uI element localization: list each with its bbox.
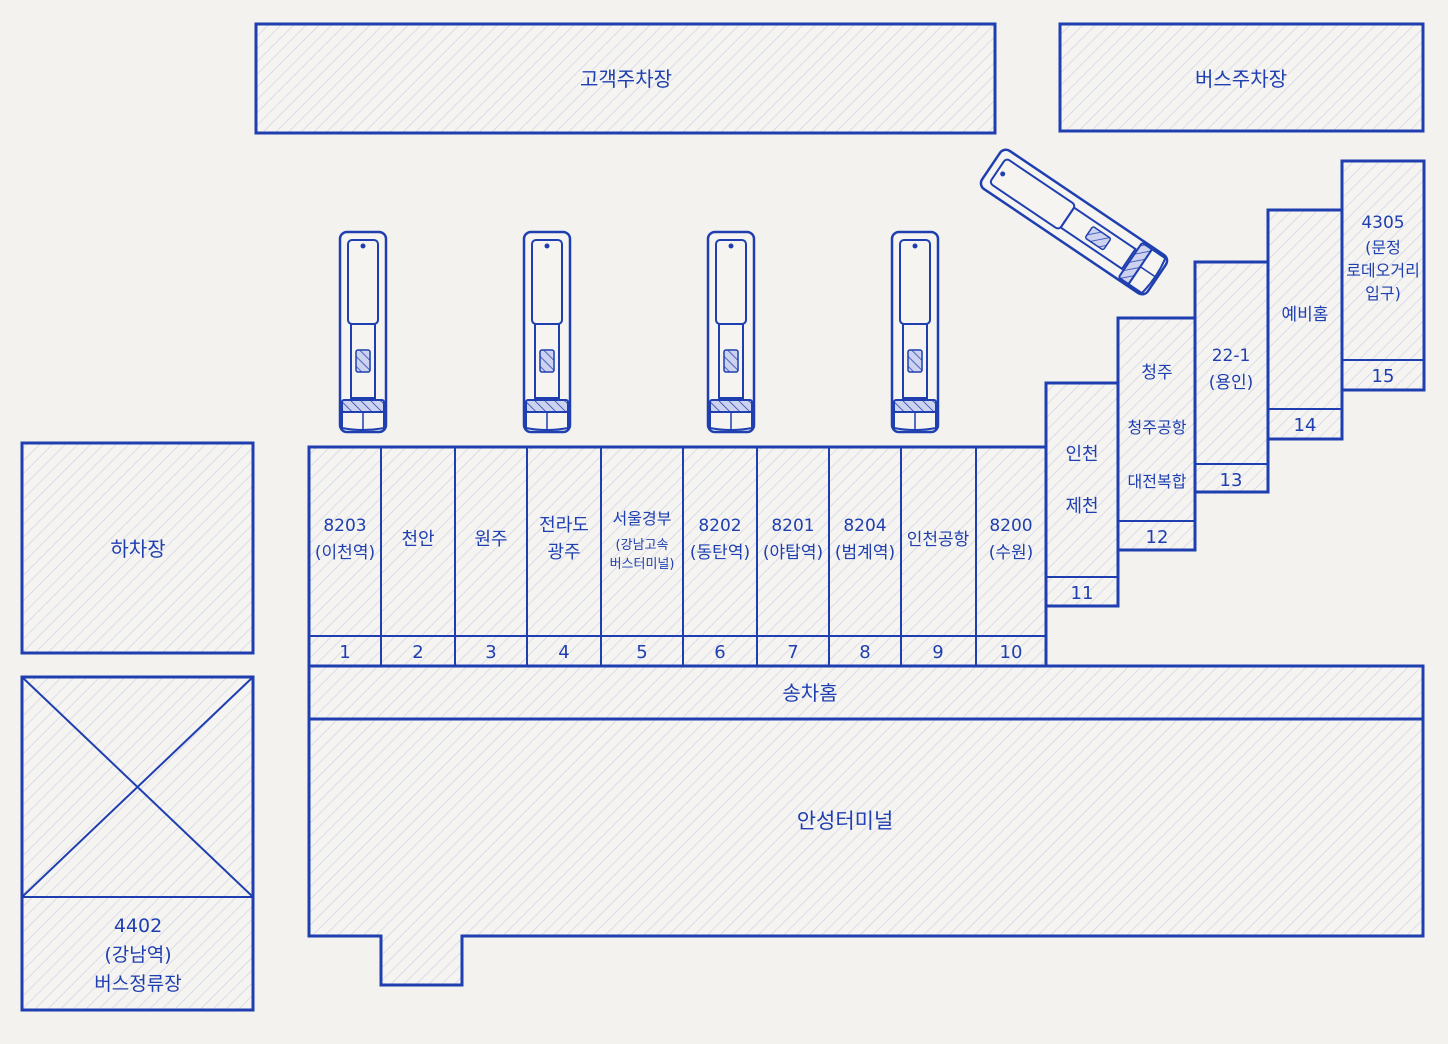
bay-route: 8201 (771, 516, 814, 536)
bay-route: 8204 (843, 516, 886, 536)
bay-route: 청주 (1141, 363, 1172, 383)
bay-route: 광주 (547, 542, 580, 563)
bay-route: 청주공항 (1128, 418, 1187, 437)
drop-off-label: 하차장 (110, 537, 165, 561)
bus-icon (976, 145, 1172, 299)
bay-1[interactable]: 8203 (이천역) 1 (315, 516, 375, 663)
bay-number: 15 (1372, 366, 1395, 387)
bay-number: 12 (1146, 527, 1169, 548)
boarding-hall-label: 송차홈 (782, 681, 837, 705)
bay-5[interactable]: 서울경부 (강남고속 버스터미널) 5 (610, 509, 675, 663)
bay-number: 6 (714, 642, 725, 663)
bay-10[interactable]: 8200 (수원) 10 (989, 516, 1034, 663)
bay-4[interactable]: 전라도 광주 4 (539, 515, 589, 663)
bus-icon (706, 230, 756, 434)
bus-stop-area: 4402 (강남역) 버스정류장 (20, 675, 255, 1012)
bay-9[interactable]: 인천공항 9 (907, 530, 970, 663)
bus-icon (338, 230, 388, 434)
bay-8[interactable]: 8204 (범계역) 8 (835, 516, 895, 663)
bay-6[interactable]: 8202 (동탄역) 6 (690, 516, 750, 663)
bay-11[interactable]: 인천 제천 11 (1044, 381, 1120, 608)
bay-route: (이천역) (315, 543, 375, 563)
bays-row (307, 445, 1048, 668)
bay-13[interactable]: 22-1 (용인) 13 (1193, 260, 1270, 494)
terminal-building: 안성터미널 (307, 717, 1425, 987)
bay-route: 제천 (1065, 496, 1098, 517)
bay-route: (문정 (1365, 238, 1401, 257)
bay-2[interactable]: 천안 2 (401, 529, 434, 663)
bay-route: (야탑역) (763, 543, 823, 563)
bay-number: 4 (558, 642, 569, 663)
bus-parking-label: 버스주차장 (1195, 67, 1287, 91)
bay-route: 버스터미널) (610, 557, 675, 572)
bay-number: 1 (339, 642, 350, 663)
bus-icon (890, 230, 940, 434)
bay-number: 11 (1071, 583, 1094, 604)
bay-route: 예비홈 (1282, 305, 1329, 325)
bay-route: (용인) (1209, 373, 1254, 393)
bay-12[interactable]: 청주 청주공항 대전복합 12 (1116, 316, 1197, 552)
drop-off-area: 하차장 (20, 441, 255, 655)
terminal-label: 안성터미널 (797, 809, 894, 833)
customer-parking-label: 고객주차장 (580, 67, 672, 91)
bus-parking-area: 버스주차장 (1058, 22, 1425, 133)
bay-number: 8 (859, 642, 870, 663)
bay-number: 14 (1294, 415, 1317, 436)
bay-route: 4305 (1361, 213, 1404, 233)
bay-number: 2 (412, 642, 423, 663)
bay-route: 원주 (474, 529, 507, 550)
bay-route: 8203 (323, 516, 366, 536)
bay-route: (수원) (989, 543, 1034, 563)
bay-route: 인천 (1065, 444, 1098, 465)
bay-14[interactable]: 예비홈 14 (1266, 208, 1344, 441)
bay-number: 7 (787, 642, 798, 663)
bay-number: 9 (932, 642, 943, 663)
bay-number: 13 (1220, 470, 1243, 491)
bay-route: 천안 (401, 529, 434, 550)
bay-15[interactable]: 4305 (문정 로데오거리 입구) 15 (1340, 159, 1426, 392)
bay-route: 8202 (698, 516, 741, 536)
customer-parking-area: 고객주차장 (254, 22, 997, 135)
bay-route: (강남고속 (616, 538, 669, 553)
bay-route: 인천공항 (907, 530, 970, 550)
bay-route: (범계역) (835, 543, 895, 563)
bay-number: 3 (485, 642, 496, 663)
bay-7[interactable]: 8201 (야탑역) 7 (763, 516, 823, 663)
bay-route: (동탄역) (690, 543, 750, 563)
bay-route: 로데오거리 (1346, 261, 1420, 280)
bay-route: 대전복합 (1128, 472, 1187, 491)
bay-route: 8200 (989, 516, 1032, 536)
bay-route: 입구) (1365, 284, 1401, 303)
boarding-hall: 송차홈 (307, 664, 1425, 721)
bus-stop-route: 4402 (114, 915, 162, 937)
bus-icon (522, 230, 572, 434)
bay-number: 5 (636, 642, 647, 663)
bay-route: 전라도 (539, 515, 589, 536)
bay-3[interactable]: 원주 3 (474, 529, 507, 663)
bus-stop-place: (강남역) (104, 944, 171, 966)
bay-route: 22-1 (1212, 346, 1251, 366)
bay-route: 서울경부 (613, 509, 672, 528)
bus-stop-label: 버스정류장 (94, 973, 181, 995)
bay-number: 10 (1000, 642, 1023, 663)
